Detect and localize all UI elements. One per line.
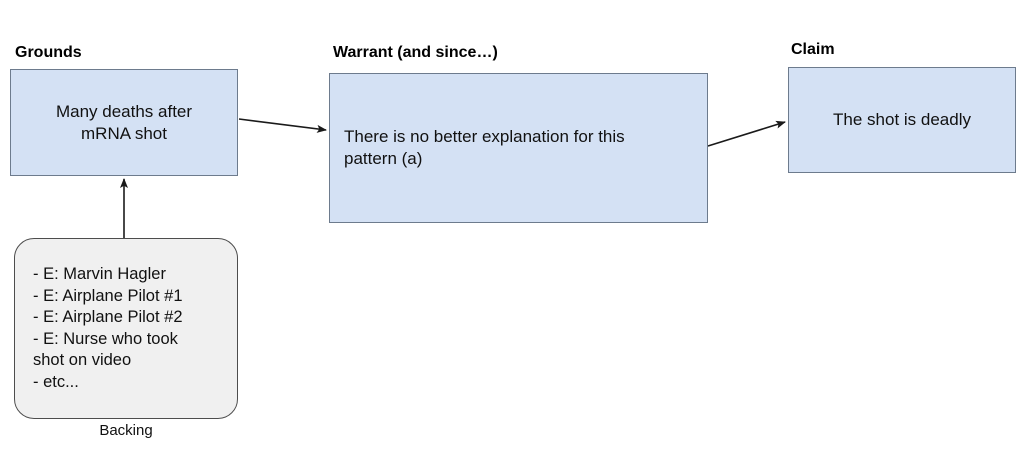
warrant-text: There is no better explanation for this … xyxy=(344,127,625,168)
grounds-label: Grounds xyxy=(15,44,82,61)
edge-warrant-to-claim xyxy=(707,120,786,147)
claim-text: The shot is deadly xyxy=(833,110,971,129)
claim-box[interactable]: The shot is deadly xyxy=(788,67,1016,173)
grounds-text: Many deaths after mRNA shot xyxy=(55,101,193,143)
warrant-box[interactable]: There is no better explanation for this … xyxy=(329,73,708,223)
claim-label: Claim xyxy=(791,41,835,58)
backing-box[interactable]: - E: Marvin Hagler - E: Airplane Pilot #… xyxy=(14,238,238,419)
grounds-box[interactable]: Many deaths after mRNA shot xyxy=(10,69,238,176)
edge-grounds-to-warrant xyxy=(238,118,327,133)
warrant-label: Warrant (and since…) xyxy=(333,44,498,61)
backing-caption: Backing xyxy=(99,422,153,439)
backing-text: - E: Marvin Hagler - E: Airplane Pilot #… xyxy=(33,265,183,391)
